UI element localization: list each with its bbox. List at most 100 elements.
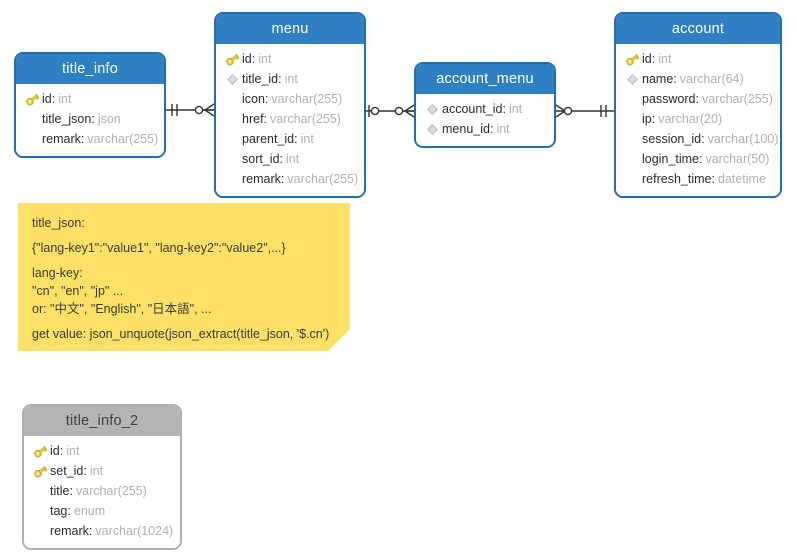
field-row[interactable]: id: int <box>24 441 180 461</box>
field-separator: : <box>278 72 282 86</box>
field-name: title_id <box>242 72 279 86</box>
no-icon <box>31 483 50 499</box>
field-name: icon <box>242 92 265 106</box>
entity-title_info_2[interactable]: title_info_2 id: int <box>22 404 182 550</box>
field-row[interactable]: id: int <box>16 89 164 109</box>
field-row[interactable]: ip: varchar(20) <box>616 109 780 129</box>
entity-fields-account_menu: account_id: int menu_id: int <box>416 94 554 146</box>
foreign-key-icon <box>423 121 442 137</box>
field-row[interactable]: title_id: int <box>216 69 364 89</box>
field-name: name <box>642 72 674 86</box>
field-name: sort_id <box>242 152 280 166</box>
field-type: varchar(255) <box>287 172 359 186</box>
relationship-account_menu-account <box>555 104 614 118</box>
no-icon <box>223 151 242 167</box>
field-separator: : <box>80 132 85 146</box>
field-separator: : <box>67 504 71 518</box>
field-name: remark <box>50 524 89 538</box>
foreign-key-icon <box>223 71 242 87</box>
relationship-title_info-menu <box>166 103 215 117</box>
field-row[interactable]: remark: varchar(255) <box>16 129 164 149</box>
field-type: int <box>66 444 80 458</box>
field-separator: : <box>279 152 284 166</box>
field-separator: : <box>88 524 93 538</box>
field-name: account_id <box>442 102 503 116</box>
field-row[interactable]: icon: varchar(255) <box>216 89 364 109</box>
field-name: remark <box>242 172 281 186</box>
field-row[interactable]: title: varchar(255) <box>24 481 180 501</box>
no-icon <box>623 111 642 127</box>
field-separator: : <box>263 112 268 126</box>
field-separator: : <box>673 72 677 86</box>
field-type: int <box>89 464 104 478</box>
field-row[interactable]: parent_id: int <box>216 129 364 149</box>
field-type: int <box>508 102 523 116</box>
field-row[interactable]: id: int <box>216 49 364 69</box>
field-row[interactable]: refresh_time: datetime <box>616 169 780 189</box>
field-row[interactable]: sort_id: int <box>216 149 364 169</box>
field-row[interactable]: tag: enum <box>24 501 180 521</box>
field-row[interactable]: title_json: json <box>16 109 164 129</box>
foreign-key-icon <box>423 101 442 117</box>
field-type: int <box>658 52 672 66</box>
field-row[interactable]: id: int <box>616 49 780 69</box>
field-row[interactable]: password: varchar(255) <box>616 89 780 109</box>
entity-title-menu: menu <box>216 14 364 44</box>
no-icon <box>223 131 242 147</box>
entity-title-title_info_2: title_info_2 <box>24 406 180 436</box>
no-icon <box>31 523 50 539</box>
field-name: id <box>42 92 52 106</box>
field-separator: : <box>651 52 656 66</box>
field-name: title <box>50 484 70 498</box>
entity-menu[interactable]: menu id: int <box>214 12 366 198</box>
field-separator: : <box>701 132 705 146</box>
field-name: password <box>642 92 696 106</box>
note-line: title_json: <box>32 216 85 230</box>
field-separator: : <box>711 172 715 186</box>
foreign-key-icon <box>623 71 642 87</box>
entity-fields-title_info_2: id: int set_id: int <box>24 436 180 548</box>
field-row[interactable]: href: varchar(255) <box>216 109 364 129</box>
note-line: "cn", "en", "jp" ... <box>32 284 124 298</box>
field-type: json <box>97 112 121 126</box>
field-row[interactable]: set_id: int <box>24 461 180 481</box>
field-row[interactable]: menu_id: int <box>416 119 554 139</box>
field-row[interactable]: login_time: varchar(50) <box>616 149 780 169</box>
no-icon <box>623 91 642 107</box>
note-line: or: "中文", "English", "日本語", ... <box>32 302 212 316</box>
no-icon <box>23 131 42 147</box>
field-separator: : <box>251 52 256 66</box>
entity-title_info[interactable]: title_info id: int <box>14 52 166 158</box>
field-type: int <box>300 132 314 146</box>
field-type: varchar(100) <box>707 132 779 146</box>
field-row[interactable]: remark: varchar(255) <box>216 169 364 189</box>
entity-fields-menu: id: int title_id: int icon: varchar(255) <box>216 44 364 196</box>
field-type: varchar(255) <box>87 132 159 146</box>
field-type: varchar(255) <box>75 484 147 498</box>
field-row[interactable]: session_id: varchar(100) <box>616 129 780 149</box>
field-separator: : <box>698 152 703 166</box>
field-name: ip <box>642 112 652 126</box>
primary-key-icon <box>23 91 42 107</box>
entity-title-title_info: title_info <box>16 54 164 84</box>
field-type: varchar(64) <box>679 72 744 86</box>
note-line: get value: json_unquote(json_extract(tit… <box>32 327 330 341</box>
field-separator: : <box>51 92 56 106</box>
field-name: id <box>242 52 252 66</box>
field-row[interactable]: name: varchar(64) <box>616 69 780 89</box>
entity-fields-title_info: id: int title_json: json remark: varchar… <box>16 84 164 156</box>
field-name: parent_id <box>242 132 295 146</box>
field-type: varchar(1024) <box>95 524 174 538</box>
entity-account[interactable]: account id: int <box>614 12 782 198</box>
field-row[interactable]: account_id: int <box>416 99 554 119</box>
field-name: remark <box>42 132 81 146</box>
field-separator: : <box>280 172 285 186</box>
field-row[interactable]: remark: varchar(1024) <box>24 521 180 541</box>
no-icon <box>623 171 642 187</box>
note-content: title_json: {"lang-key1":"value1", "lang… <box>18 203 350 352</box>
primary-key-icon <box>623 51 642 67</box>
entity-account_menu[interactable]: account_menu account_id: int menu_id: <box>414 62 556 148</box>
note-line: lang-key: <box>32 266 83 280</box>
annotation-note-title_json[interactable]: title_json: {"lang-key1":"value1", "lang… <box>18 203 350 351</box>
